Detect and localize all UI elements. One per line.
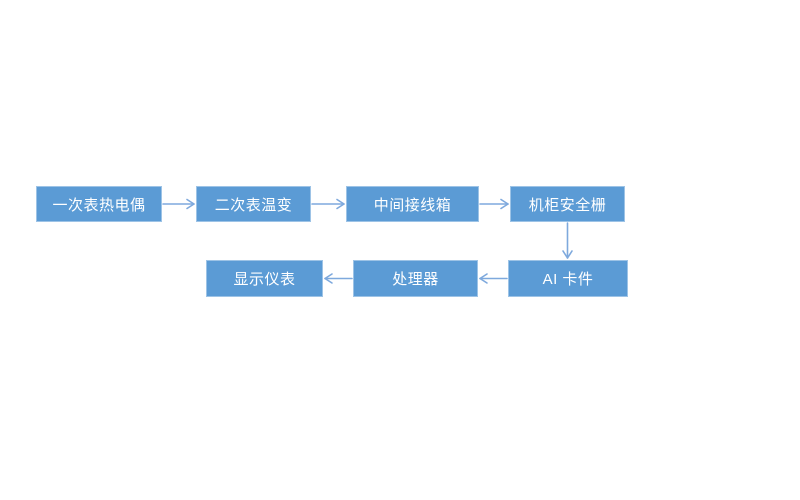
node-display-instrument[interactable]: 显示仪表	[206, 260, 323, 297]
node-processor[interactable]: 处理器	[353, 260, 478, 297]
node-primary-thermocouple[interactable]: 一次表热电偶	[36, 186, 162, 222]
node-ai-card[interactable]: AI 卡件	[508, 260, 628, 297]
node-label: 处理器	[392, 271, 439, 288]
node-label: 机柜安全栅	[528, 196, 607, 214]
arrow-transmitter-to-junction-box	[311, 198, 345, 210]
node-label: 一次表热电偶	[52, 196, 146, 214]
node-label: 显示仪表	[233, 271, 296, 288]
arrow-ai-card-to-processor	[479, 273, 508, 284]
arrow-thermocouple-to-transmitter	[162, 198, 195, 210]
node-intermediate-junction-box[interactable]: 中间接线箱	[346, 186, 479, 222]
node-label: AI 卡件	[542, 271, 594, 288]
node-label: 中间接线箱	[373, 196, 452, 214]
arrow-safety-barrier-to-ai-card	[562, 222, 573, 259]
arrow-junction-box-to-safety-barrier	[479, 198, 509, 210]
arrow-processor-to-display	[324, 273, 353, 284]
node-cabinet-safety-barrier[interactable]: 机柜安全栅	[510, 186, 625, 222]
node-label: 二次表温变	[214, 196, 293, 214]
node-secondary-transmitter[interactable]: 二次表温变	[196, 186, 311, 222]
